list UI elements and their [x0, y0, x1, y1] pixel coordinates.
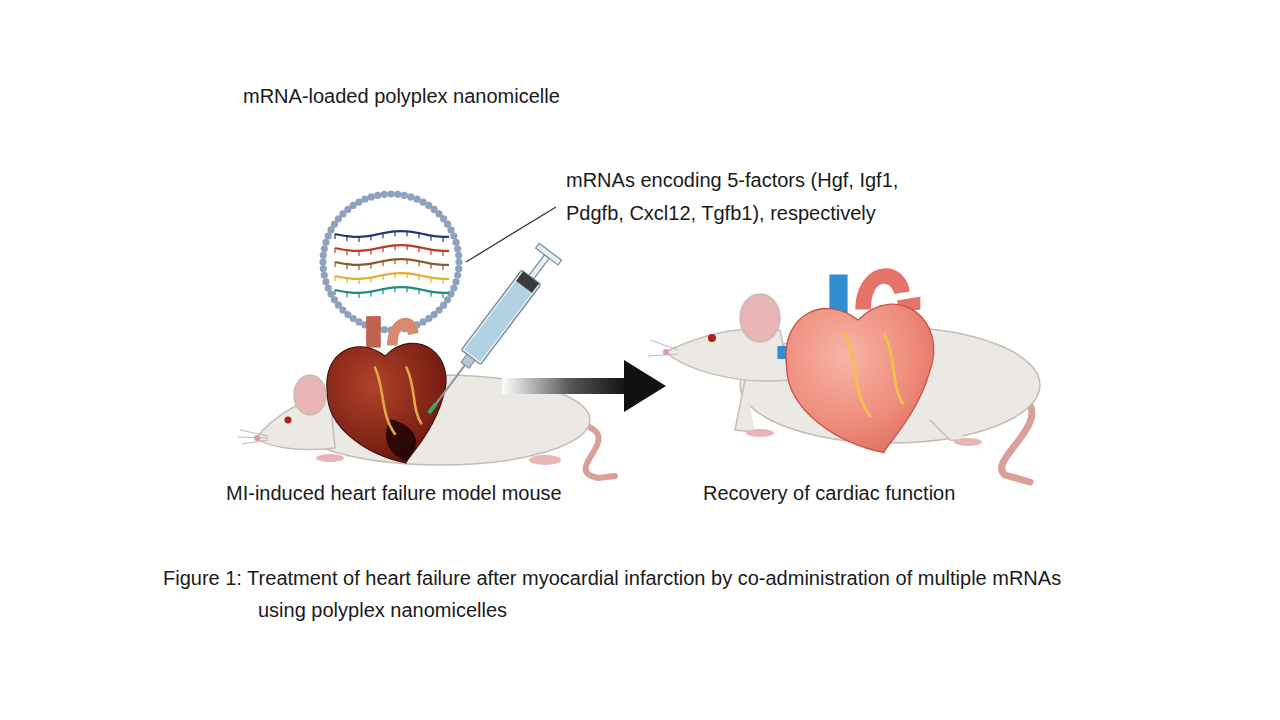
- progress-arrow: [502, 360, 666, 412]
- micelle-dot: [322, 239, 329, 246]
- component-label: mRNA-loaded polyplex nanomicelle: [243, 80, 663, 113]
- micelle-dot: [374, 192, 381, 199]
- mrna-strand: [335, 273, 449, 284]
- micelle-dot: [319, 258, 326, 265]
- mrna-strand: [335, 287, 449, 298]
- micelle-dot: [450, 232, 457, 239]
- micelle-dot: [368, 193, 375, 200]
- mouse-left: [238, 316, 615, 478]
- micelle-dot: [394, 191, 401, 198]
- micelle-dot: [325, 284, 332, 291]
- micelle-dot: [322, 278, 329, 285]
- mrna-strand: [335, 245, 449, 256]
- micelle-dot: [387, 190, 394, 197]
- figure-caption: Figure 1: Treatment of heart failure aft…: [163, 562, 1075, 626]
- micelle-dot: [452, 239, 459, 246]
- micelle-dot: [381, 326, 388, 333]
- micelle-dot: [401, 192, 408, 199]
- micelle-dot: [320, 265, 327, 272]
- nanomicelle: [319, 190, 462, 333]
- micelle-dot: [321, 272, 328, 279]
- micelle-dot: [361, 196, 368, 203]
- mrna-strand: [335, 259, 449, 270]
- panel-label: Recovery of cardiac function: [703, 477, 1063, 510]
- micelle-dot: [455, 258, 462, 265]
- micelle-dot: [455, 252, 462, 259]
- mouse-right: [648, 268, 1040, 482]
- callout-text: mRNAs encoding 5-factors (Hgf, Igf1, Pdg…: [566, 164, 958, 230]
- syringe: [418, 243, 562, 421]
- micelle-dot: [452, 278, 459, 285]
- micelle-dot: [381, 191, 388, 198]
- micelle-dot: [454, 272, 461, 279]
- micelle-dot: [454, 245, 461, 252]
- panel-label: MI-induced heart failure model mouse: [226, 477, 646, 510]
- mrna-strand: [335, 231, 449, 242]
- micelle-dot: [320, 252, 327, 259]
- micelle-dot: [407, 193, 414, 200]
- micelle-dot: [321, 245, 328, 252]
- micelle-dot: [455, 265, 462, 272]
